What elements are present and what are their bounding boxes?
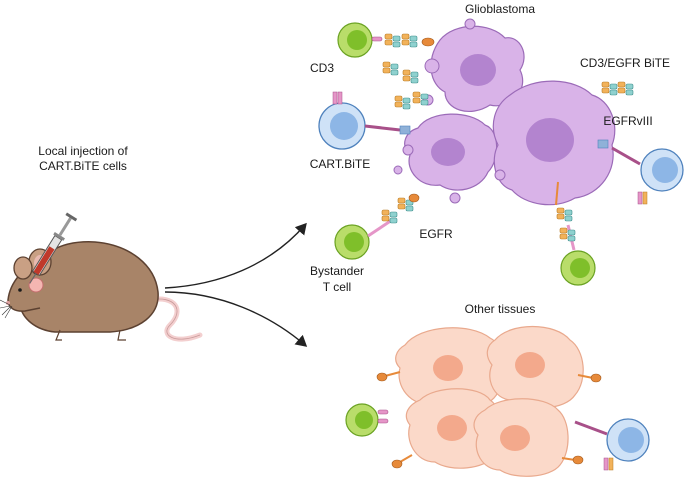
label-bite: CD3/EGFR BiTE bbox=[580, 56, 670, 70]
tumor-cell-large bbox=[492, 80, 616, 206]
label-bystander-2: T cell bbox=[323, 280, 351, 294]
label-other-tissues: Other tissues bbox=[465, 302, 536, 316]
label-egfrviii: EGFRvIII bbox=[603, 114, 652, 128]
bystander-t-cell-left bbox=[334, 193, 420, 260]
label-bystander-1: Bystander bbox=[310, 264, 364, 278]
arrow-to-glioblastoma bbox=[164, 222, 307, 289]
mouse-icon bbox=[0, 241, 203, 342]
syringe-icon bbox=[29, 212, 78, 284]
arrow-to-other-tissues bbox=[164, 291, 308, 347]
label-cart-bite: CART.BiTE bbox=[310, 157, 370, 171]
tumor-cell-top bbox=[422, 18, 525, 113]
cart-bite-cell bbox=[318, 91, 411, 150]
other-tissues-cluster bbox=[376, 325, 602, 477]
bystander-t-cell-top bbox=[337, 22, 435, 58]
label-egfr: EGFR bbox=[419, 227, 453, 241]
cart-bite-cell-other-tissues bbox=[574, 418, 650, 471]
cart-bite-cell-right bbox=[597, 139, 684, 205]
bystander-t-cell-bottom-right bbox=[555, 181, 596, 286]
label-injection-2: CART.BiTE cells bbox=[39, 159, 127, 173]
label-cd3: CD3 bbox=[310, 61, 334, 75]
tumor-cell-center bbox=[393, 113, 498, 204]
label-glioblastoma: Glioblastoma bbox=[465, 2, 535, 16]
label-injection-1: Local injection of bbox=[38, 144, 128, 158]
t-cell-other-tissues-left bbox=[345, 403, 389, 437]
